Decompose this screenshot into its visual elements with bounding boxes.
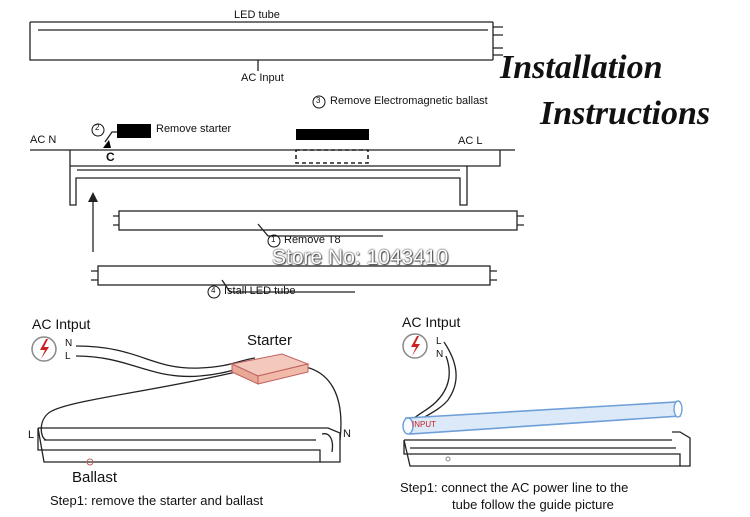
- left-n: N: [65, 338, 73, 349]
- starter-box: [230, 353, 310, 385]
- led-tube-label: LED tube: [234, 9, 280, 21]
- fixture-screw: [445, 456, 451, 462]
- right-caption-line1: Step1: connect the AC power line to the: [400, 480, 629, 495]
- step1-number: 1: [271, 235, 276, 244]
- ballast-block: [296, 129, 369, 140]
- step4-label: Istall LED tube: [224, 285, 296, 297]
- install-led-tube: [91, 265, 497, 293]
- warning-icon-right: [402, 333, 428, 359]
- step1-circle: [267, 234, 281, 248]
- ballast-label: Ballast: [72, 469, 118, 486]
- left-wire-n: N: [343, 428, 351, 440]
- input-tag: INPUT: [412, 420, 436, 429]
- c-label: C: [106, 150, 115, 164]
- step2-label: Remove starter: [156, 123, 232, 135]
- install-arrow-head: [88, 192, 98, 202]
- ac-l-label: AC L: [458, 135, 483, 147]
- starter-label: Starter: [247, 332, 293, 349]
- starter-pointer: [104, 131, 118, 143]
- left-l: L: [65, 351, 71, 362]
- step3-label: Remove Electromagnetic ballast: [330, 95, 488, 107]
- step2-circle: [91, 123, 105, 137]
- step1-label: Remove T8: [284, 234, 341, 246]
- fixture-housing: [30, 149, 515, 206]
- left-wire-l: L: [28, 429, 35, 441]
- left-wiring-diagram: [37, 345, 342, 463]
- top-led-tube: [29, 21, 503, 71]
- right-ac-input: AC Intput: [402, 314, 461, 330]
- ac-input-label: AC Input: [241, 72, 284, 84]
- step3-number: 3: [316, 96, 321, 105]
- step2-number: 2: [95, 123, 100, 132]
- starter-block: [117, 124, 151, 138]
- title-line1: Installation: [500, 49, 663, 86]
- ac-n-label: AC N: [30, 134, 57, 146]
- right-n: N: [436, 349, 444, 360]
- ballast-marker: [86, 458, 94, 466]
- left-caption: Step1: remove the starter and ballast: [50, 493, 264, 508]
- right-caption-line2: tube follow the guide picture: [452, 497, 614, 512]
- ballast-dashed-outline: [295, 149, 369, 164]
- blue-led-tube: [402, 400, 683, 435]
- left-ac-input: AC Intput: [32, 316, 91, 332]
- right-l: L: [436, 336, 442, 347]
- warning-icon-left: [31, 336, 57, 362]
- step3-circle: [312, 95, 326, 109]
- starter-pointer-head: [103, 140, 111, 148]
- store-watermark: Store No: 1043410: [272, 246, 449, 269]
- step4-circle: [207, 285, 221, 299]
- title-line2: Instructions: [540, 95, 711, 132]
- t8-tube: [113, 210, 524, 237]
- step4-number: 4: [211, 286, 216, 295]
